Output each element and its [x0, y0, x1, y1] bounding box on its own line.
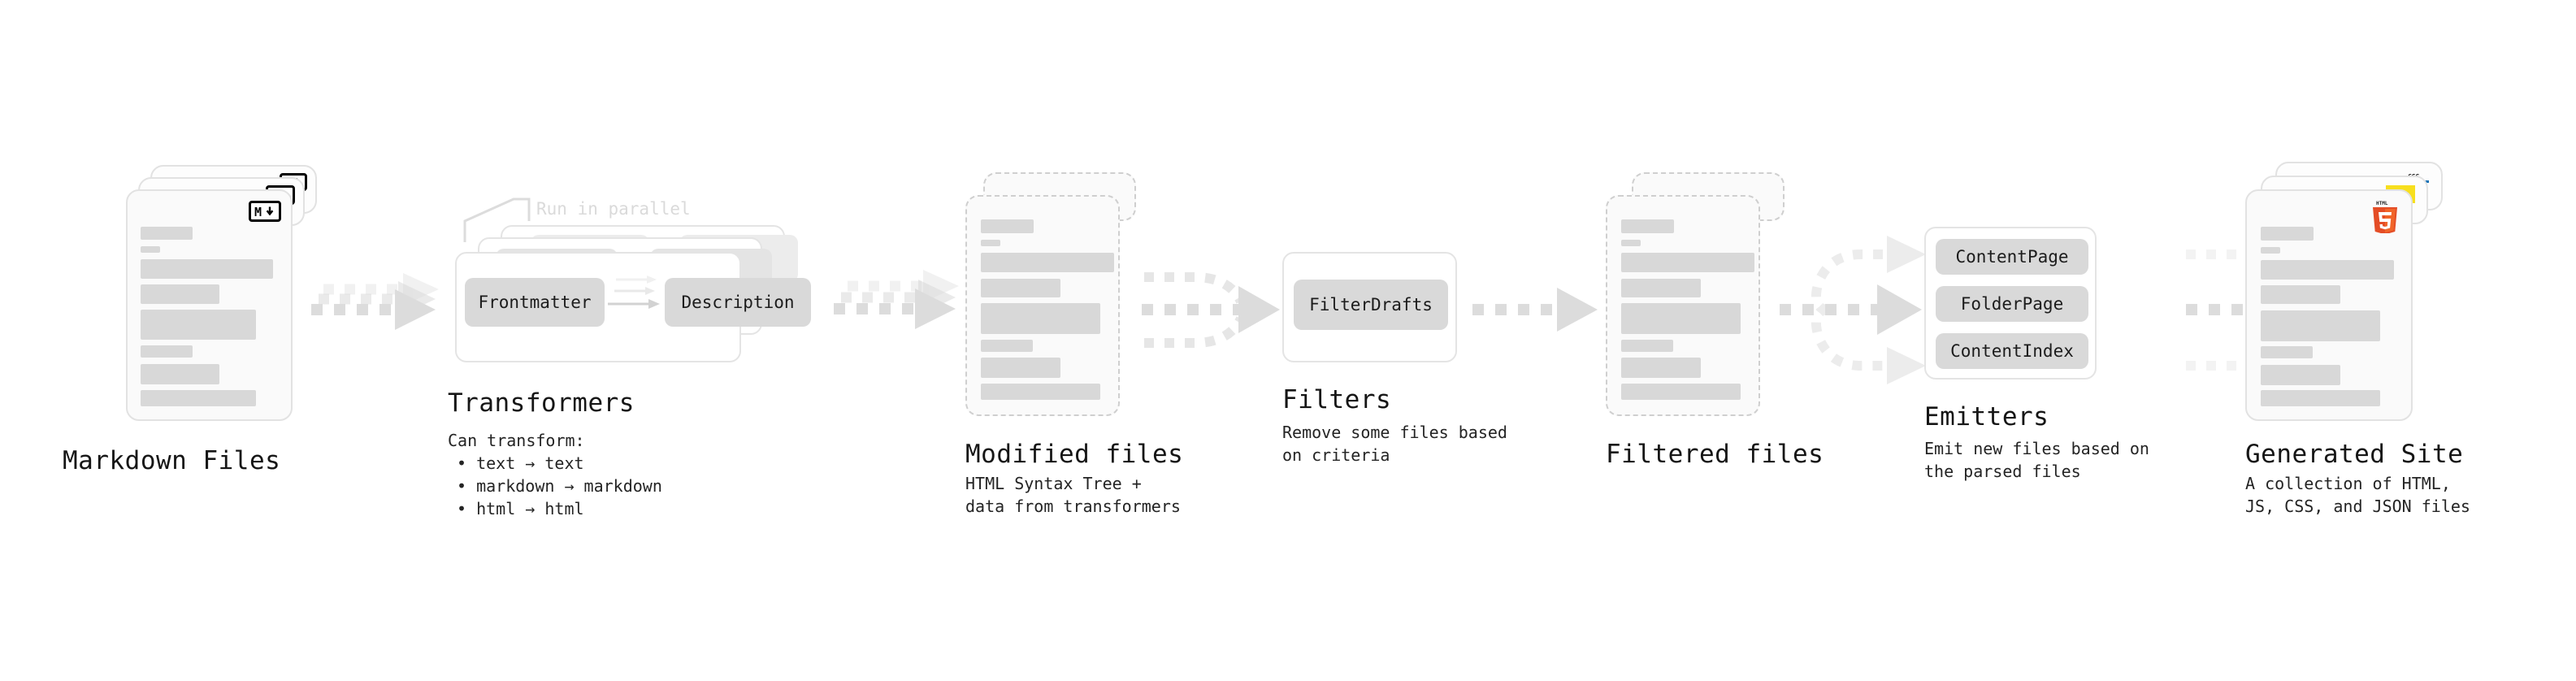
content-bar — [981, 303, 1100, 334]
list-item: • html → html — [457, 499, 584, 518]
modified-file-front — [965, 195, 1120, 416]
markdown-file-front: M — [126, 189, 293, 421]
content-bar — [1621, 340, 1673, 352]
markdown-glyph: M — [254, 206, 273, 218]
svg-text:M: M — [254, 206, 262, 218]
content-bar — [141, 345, 193, 358]
content-bar — [2261, 285, 2340, 304]
run-in-parallel-label: Run in parallel — [536, 199, 691, 219]
stage-title-modified-files: Modified files — [965, 440, 1184, 469]
content-bar — [2261, 247, 2280, 254]
content-bar — [2261, 310, 2380, 341]
content-bar — [141, 227, 193, 240]
svg-text:HTML: HTML — [2376, 201, 2388, 206]
content-bar — [981, 340, 1033, 352]
emitter-chip-contentpage[interactable]: ContentPage — [1936, 239, 2088, 275]
connector-modified-to-filters — [1142, 272, 1280, 348]
stage-subtitle-transformers: Can transform: — [448, 431, 585, 450]
content-bar — [981, 384, 1100, 400]
stage-subtitle-modified-files: HTML Syntax Tree + data from transformer… — [965, 474, 1181, 516]
transformer-chip-frontmatter[interactable]: Frontmatter — [465, 278, 605, 327]
content-bar — [1621, 358, 1701, 378]
content-bar — [141, 390, 256, 406]
content-bar — [1621, 279, 1701, 297]
stage-title-transformers: Transformers — [448, 388, 635, 418]
content-bar — [2261, 227, 2314, 241]
connector-md-to-transformers — [311, 273, 439, 330]
content-bar — [2261, 390, 2380, 406]
list-item: • markdown → markdown — [457, 476, 662, 496]
content-bar — [1621, 219, 1674, 233]
emitters-group: ContentPage FolderPage ContentIndex — [1924, 227, 2097, 380]
content-bar — [981, 219, 1034, 233]
list-item: • text → text — [457, 453, 584, 473]
connector-filters-to-filtered — [1472, 288, 1598, 332]
markdown-icon: M — [249, 201, 281, 222]
transformer-chip-description[interactable]: Description — [665, 278, 811, 327]
content-bar — [141, 364, 219, 384]
filter-chip-filterdrafts[interactable]: FilterDrafts — [1294, 280, 1448, 330]
content-bar — [141, 259, 273, 279]
content-bar — [1621, 240, 1641, 246]
content-bar — [141, 246, 160, 253]
emitter-chip-contentindex[interactable]: ContentIndex — [1936, 333, 2088, 369]
content-bar — [2261, 260, 2394, 280]
generated-file-front: HTML — [2245, 189, 2413, 421]
filters-group: FilterDrafts — [1282, 252, 1457, 362]
content-bar — [981, 358, 1060, 378]
stage-title-filters: Filters — [1282, 385, 1392, 414]
filtered-file-front — [1606, 195, 1760, 416]
stage-subtitle-filters: Remove some files based on criteria — [1282, 423, 1507, 465]
content-bar — [981, 253, 1114, 272]
content-bar — [1621, 253, 1754, 272]
transformer-group-front: Frontmatter Description — [455, 252, 811, 362]
content-bar — [2261, 346, 2313, 358]
content-bar — [1621, 303, 1741, 334]
content-bar — [141, 284, 219, 304]
content-bar — [981, 240, 1000, 246]
stage-subtitle-generated-site: A collection of HTML, JS, CSS, and JSON … — [2245, 474, 2470, 516]
stage-title-markdown-files: Markdown Files — [63, 446, 281, 475]
connector-filtered-to-emitters — [1780, 236, 1926, 384]
content-bar — [1621, 384, 1741, 400]
transformer-bullet-list: • text → text • markdown → markdown • ht… — [457, 452, 662, 520]
stage-subtitle-emitters: Emit new files based on the parsed files — [1924, 439, 2149, 481]
connector-transformers-to-modified — [834, 270, 959, 329]
content-bar — [141, 310, 256, 340]
content-bar — [2261, 365, 2340, 385]
html5-icon: HTML — [2370, 199, 2400, 235]
stage-title-filtered-files: Filtered files — [1606, 440, 1824, 469]
content-bar — [981, 279, 1060, 297]
emitter-chip-folderpage[interactable]: FolderPage — [1936, 286, 2088, 322]
stage-title-emitters: Emitters — [1924, 402, 2049, 432]
stage-title-generated-site: Generated Site — [2245, 440, 2464, 469]
